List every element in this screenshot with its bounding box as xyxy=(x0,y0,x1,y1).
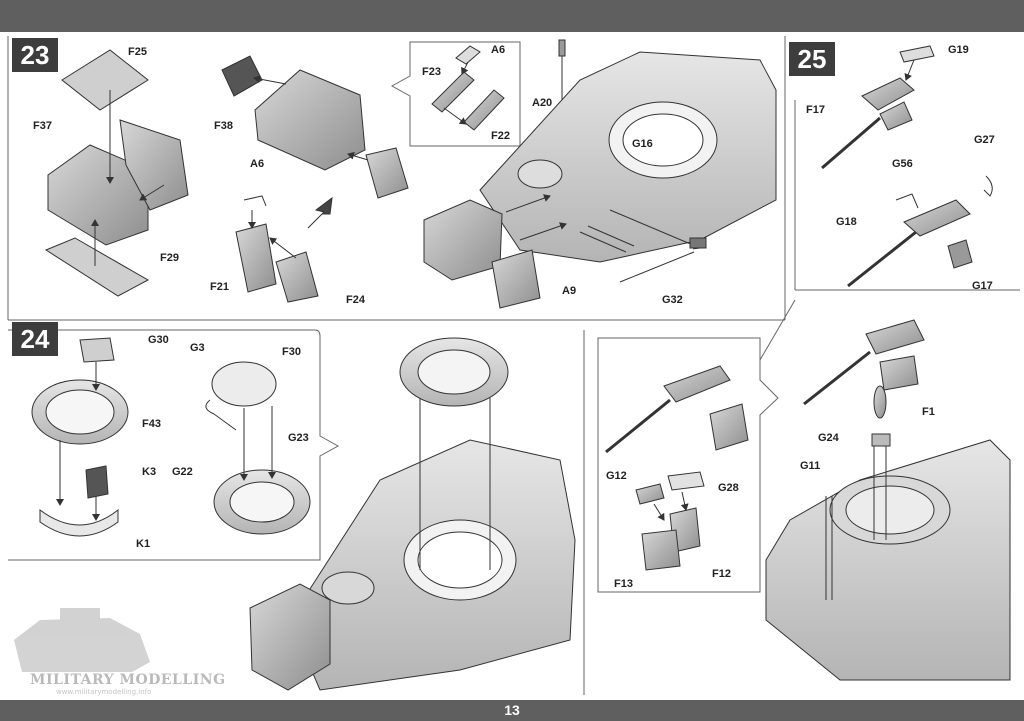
top-band xyxy=(0,0,1024,32)
step23-armor-plates xyxy=(44,49,189,297)
step-23-badge: 23 xyxy=(12,38,58,72)
part-label-g30: G30 xyxy=(148,334,169,346)
part-label-f30: F30 xyxy=(282,346,301,358)
part-label-g18: G18 xyxy=(836,216,857,228)
part-label-g23: G23 xyxy=(288,432,309,444)
watermark-title: MILITARY MODELLING xyxy=(30,672,226,688)
part-label-g32: G32 xyxy=(662,294,683,306)
part-label-g17: G17 xyxy=(972,280,993,292)
panel-borders xyxy=(7,36,1020,695)
part-label-f25: F25 xyxy=(128,46,147,58)
part-label-k3: K3 xyxy=(142,466,157,478)
step24-hull xyxy=(249,337,576,691)
part-label-f1: F1 xyxy=(922,406,935,418)
part-label-f12: F12 xyxy=(712,568,731,580)
part-label-g28: G28 xyxy=(718,482,739,494)
step-25-badge: 25 xyxy=(789,42,835,76)
step23-hull xyxy=(423,39,777,309)
part-label-f43: F43 xyxy=(142,418,161,430)
step-24-badge: 24 xyxy=(12,322,58,356)
step25-machine-gun-upper xyxy=(821,45,993,197)
part-label-g27: G27 xyxy=(974,134,995,146)
part-label-g3: G3 xyxy=(190,342,205,354)
page-number: 13 xyxy=(504,702,520,718)
part-label-g16: G16 xyxy=(632,138,653,150)
part-label-g22: G22 xyxy=(172,466,193,478)
part-label-g19: G19 xyxy=(948,44,969,56)
watermark-url: www.militarymodelling.info xyxy=(56,688,152,696)
part-label-a20: A20 xyxy=(532,97,553,109)
part-label-a6-inset: A6 xyxy=(491,44,506,56)
part-label-f17: F17 xyxy=(806,104,825,116)
part-label-a6: A6 xyxy=(250,158,265,170)
step25-machine-gun-lower xyxy=(847,193,973,288)
part-label-f21: F21 xyxy=(210,281,229,293)
step25-ammo-box xyxy=(605,365,749,571)
part-label-g24: G24 xyxy=(818,432,839,444)
part-label-f22: F22 xyxy=(491,130,510,142)
part-label-f23: F23 xyxy=(422,66,441,78)
bottom-band xyxy=(0,700,1024,721)
part-label-g56: G56 xyxy=(892,158,913,170)
part-label-a9: A9 xyxy=(562,285,577,297)
step25-turret xyxy=(765,319,1011,681)
part-label-f24: F24 xyxy=(346,294,365,306)
step24-cupola xyxy=(31,337,129,537)
part-label-f38: F38 xyxy=(214,120,233,132)
part-label-g11: G11 xyxy=(800,460,821,472)
part-label-f37: F37 xyxy=(33,120,52,132)
watermark-logo xyxy=(14,608,150,672)
part-label-g12: G12 xyxy=(606,470,627,482)
part-label-f29: F29 xyxy=(160,252,179,264)
step24-hatch xyxy=(205,361,311,535)
part-label-f13: F13 xyxy=(614,578,633,590)
step23-stowage-box xyxy=(221,55,409,303)
step23-inset-hatch xyxy=(431,45,505,131)
part-label-k1: K1 xyxy=(136,538,151,550)
